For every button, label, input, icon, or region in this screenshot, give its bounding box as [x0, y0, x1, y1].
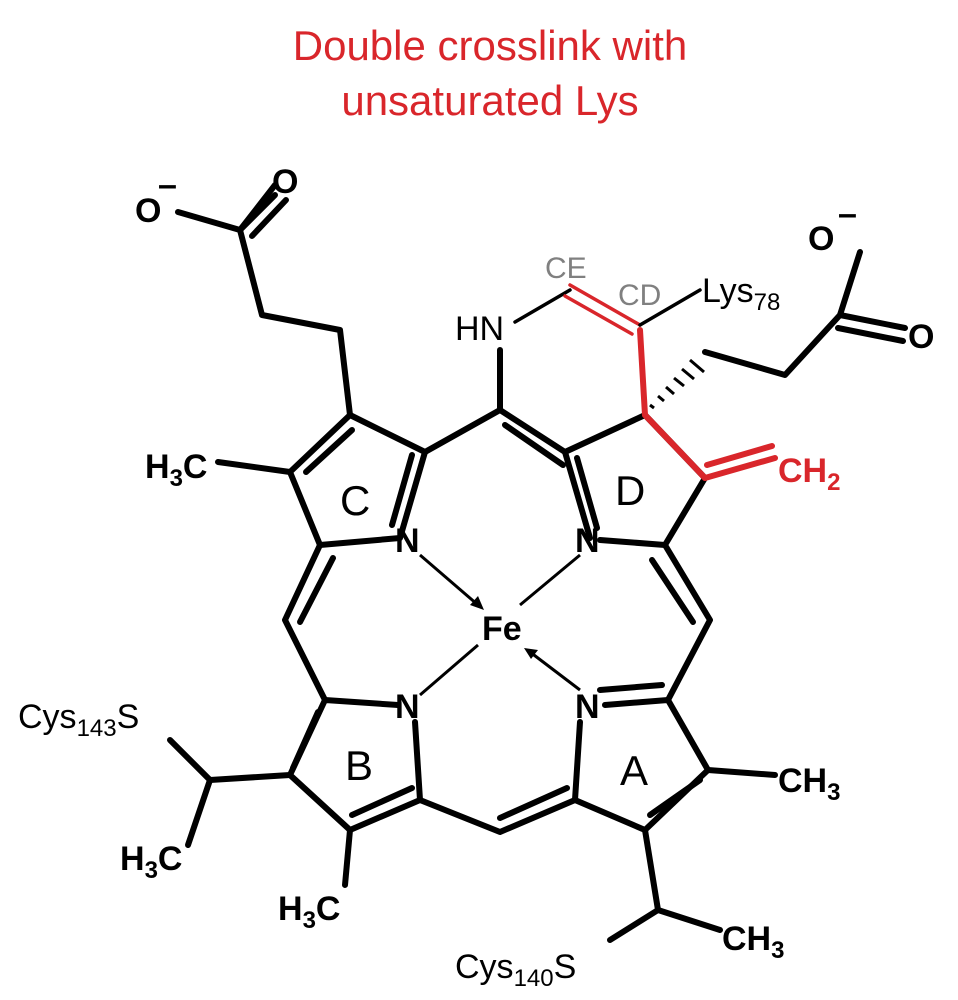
title-line-1: Double crosslink with [293, 22, 688, 69]
ch3-ring-a-label: CH3 [778, 762, 840, 806]
ring-b-substituent-bonds [167, 737, 353, 888]
propionate-left-bonds [175, 182, 353, 418]
h3c-ring-b-side-label: H3C [120, 840, 182, 884]
ring-a-substituent-bonds [607, 767, 778, 943]
lys-crosslink-bonds [497, 283, 702, 418]
n-atom-ring-b: N [395, 688, 420, 726]
cd-label: CD [618, 279, 661, 312]
meso-ab-bonds [417, 785, 578, 835]
ring-c-bonds [287, 412, 428, 548]
ring-b-label: B [345, 742, 373, 789]
meso-cd-bonds [422, 407, 568, 468]
meso-bc-bonds [282, 542, 336, 703]
o-atom-left-double: O [272, 163, 298, 201]
hn-label: HN [455, 310, 504, 348]
fe-coordination-bonds [419, 553, 581, 697]
n-atom-ring-a: N [575, 688, 600, 726]
ring-a-label: A [620, 747, 648, 794]
cys140s-label: Cys140S [455, 948, 576, 992]
ring-a-bonds [572, 682, 711, 833]
minus-charge-left: – [158, 166, 177, 204]
o-atom-right-double: O [908, 318, 934, 356]
ch2-label: CH2 [778, 452, 840, 496]
fe-atom: Fe [482, 610, 522, 648]
h3c-ring-c-label: H3C [145, 448, 207, 492]
methyl-c-bond [215, 459, 293, 475]
o-atom-left-anion: O [135, 192, 161, 230]
o-atom-right-anion: O [808, 220, 834, 258]
ring-c-label: C [340, 477, 370, 524]
n-atom-ring-c: N [395, 522, 420, 560]
ch3-bottom-label: CH3 [722, 920, 784, 964]
n-atom-ring-d: N [575, 522, 600, 560]
title-line-2: unsaturated Lys [341, 77, 638, 124]
meso-ad-bonds [649, 542, 713, 703]
ce-label: CE [545, 252, 587, 285]
ring-d-label: D [615, 467, 645, 514]
minus-charge-right: – [838, 195, 857, 233]
ring-b-bonds [287, 697, 423, 833]
lys-label: Lys78 [702, 272, 780, 316]
h3c-ring-b-methyl-label: H3C [278, 890, 340, 934]
propionate-right-bonds [649, 249, 908, 410]
exo-methylene-bonds [642, 412, 778, 481]
cys143s-label: Cys143S [18, 698, 139, 742]
